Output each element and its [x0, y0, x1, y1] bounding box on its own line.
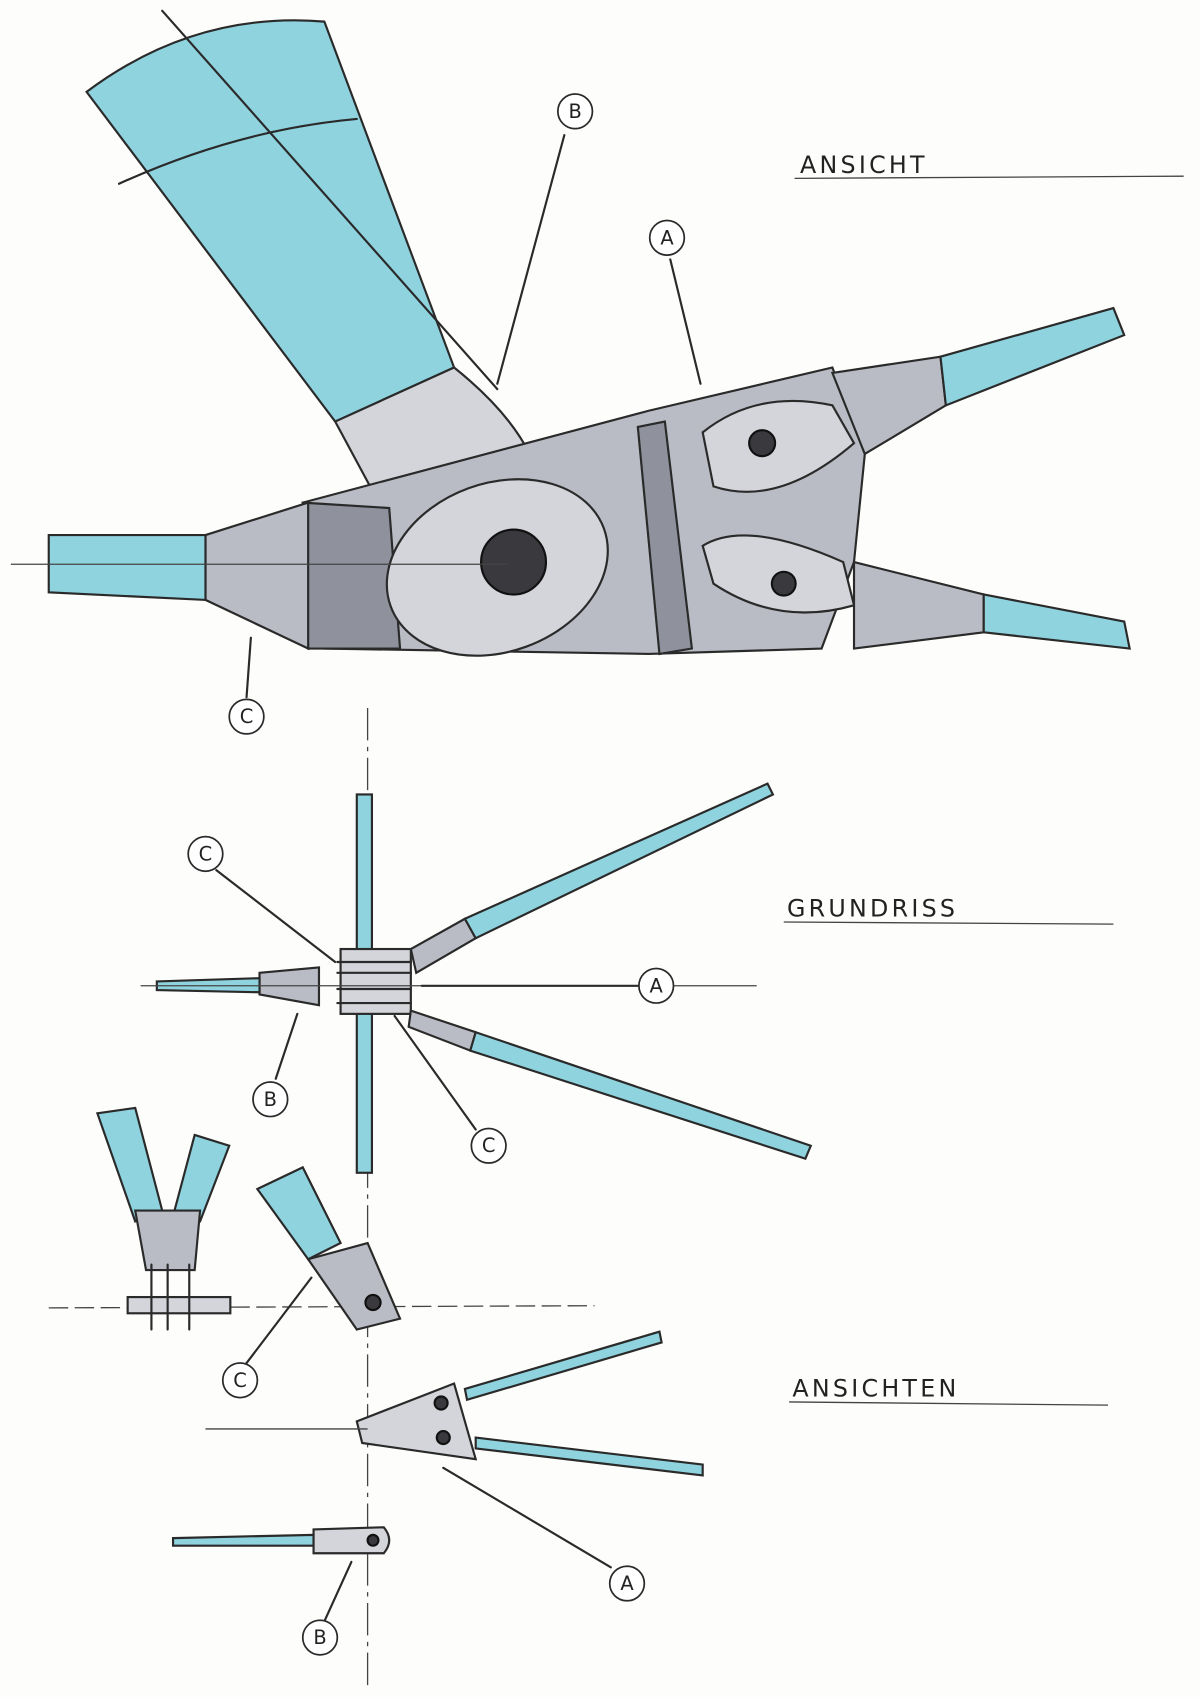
views-callout-a: A: [620, 1572, 634, 1595]
left-tube: [47, 533, 207, 602]
elevation-view: ANSICHT B A: [10, 9, 1184, 735]
callout-b: B: [568, 100, 581, 123]
callout-a: A: [660, 226, 674, 249]
elevation-title: ANSICHT: [800, 151, 928, 179]
plan-callout-b: B: [264, 1088, 277, 1111]
upper-tube: [85, 19, 456, 423]
callout-c: C: [240, 705, 254, 728]
views-callout-b: B: [313, 1626, 326, 1649]
lower-right-tube: [982, 593, 1131, 650]
plan-callout-a: A: [650, 974, 664, 997]
views-title: ANSICHTEN: [792, 1375, 959, 1403]
side-views: ANSICHTEN C A B: [48, 1106, 1109, 1656]
upper-right-tube: [939, 306, 1126, 407]
plan-callout-c-bottom: C: [482, 1134, 496, 1157]
plan-title: GRUNDRISS: [787, 895, 958, 923]
plan-view: GRUNDRISS C A B C: [140, 707, 1114, 1687]
views-callout-c: C: [233, 1369, 247, 1392]
plan-callout-c-top: C: [199, 842, 213, 865]
